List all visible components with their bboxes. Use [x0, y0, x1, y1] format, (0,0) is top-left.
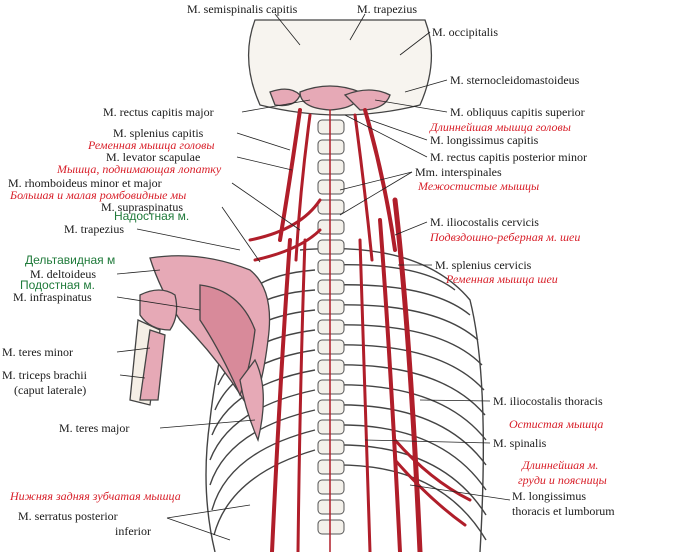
label-longissimus-line1: M. longissimus — [512, 489, 587, 503]
label-deltoideus: M. deltoideus — [30, 267, 96, 281]
label-semispinalis-capitis: M. semispinalis capitis — [187, 2, 298, 16]
ru-label-rhomboideus: Большая и малая ромбовидные мы — [10, 188, 187, 202]
label-triceps-line1: M. triceps brachii — [2, 368, 87, 382]
label-longissimus-line2: thoracis et lumborum — [512, 504, 615, 518]
label-iliocostalis-cervicis: M. iliocostalis cervicis — [430, 215, 539, 229]
spine — [317, 119, 345, 535]
label-occipitalis: M. occipitalis — [432, 25, 498, 39]
ru-label-longissimus-capitis: Длиннейшая мышца головы — [430, 120, 571, 134]
green-label-deltoideus: Дельтавидная м — [25, 253, 116, 267]
label-trapezius-left: M. trapezius — [64, 222, 124, 236]
deep-back-muscles — [248, 108, 472, 552]
ru-label-splenius-capitis: Ременная мышца головы — [88, 138, 215, 152]
label-teres-minor: M. teres minor — [2, 345, 73, 359]
label-serratus-line2: inferior — [115, 524, 151, 538]
ru-label-interspinales: Межостистые мышцы — [418, 179, 540, 193]
ru-label-splenius-cervicis: Ременная мышца шеи — [446, 272, 558, 286]
label-levator-scapulae: M. levator scapulae — [106, 150, 201, 164]
label-interspinales: Mm. interspinales — [415, 165, 502, 179]
green-label-infraspinatus: Подостная м. — [20, 278, 95, 292]
label-teres-major: M. teres major — [59, 421, 130, 435]
ru-label-longissimus-line2: груди и поясницы — [518, 473, 607, 487]
skull — [247, 19, 433, 116]
label-spinalis: M. spinalis — [493, 436, 547, 450]
label-rectus-capitis-posterior-minor: M. rectus capitis posterior minor — [430, 150, 587, 164]
label-obliquus-capitis-superior: M. obliquus capitis superior — [450, 105, 585, 119]
ru-label-spinalis: Остистая мышца — [509, 417, 604, 431]
label-trapezius-top: M. trapezius — [357, 2, 417, 16]
label-rectus-capitis-major: M. rectus capitis major — [103, 105, 214, 119]
label-infraspinatus: M. infraspinatus — [13, 290, 92, 304]
label-triceps-line2: (caput laterale) — [14, 383, 87, 397]
label-iliocostalis-thoracis: M. iliocostalis thoracis — [493, 394, 603, 408]
label-supraspinatus: M. supraspinatus — [101, 200, 183, 214]
green-label-supraspinatus: Надостная м. — [114, 209, 190, 223]
label-serratus-line1: M. serratus posterior — [18, 509, 118, 523]
label-splenius-cervicis: M. splenius cervicis — [435, 258, 532, 272]
label-splenius-capitis: M. splenius capitis — [113, 126, 204, 140]
label-rhomboideus: M. rhomboideus minor et major — [8, 176, 162, 190]
ru-label-levator-scapulae: Мышца, поднимающая лопатку — [57, 162, 222, 176]
scapula-and-arm — [129, 255, 271, 443]
ru-label-longissimus-line1: Длиннейшая м. — [522, 458, 599, 472]
ru-label-iliocostalis-cervicis: Подвздошно-реберная м. шеи — [430, 230, 581, 244]
leader-lines — [116, 13, 511, 541]
ru-label-serratus: Нижняя задняя зубчатая мышца — [10, 489, 181, 503]
label-sternocleidomastoideus: M. sternocleidomastoideus — [450, 73, 580, 87]
label-longissimus-capitis: M. longissimus capitis — [430, 133, 539, 147]
